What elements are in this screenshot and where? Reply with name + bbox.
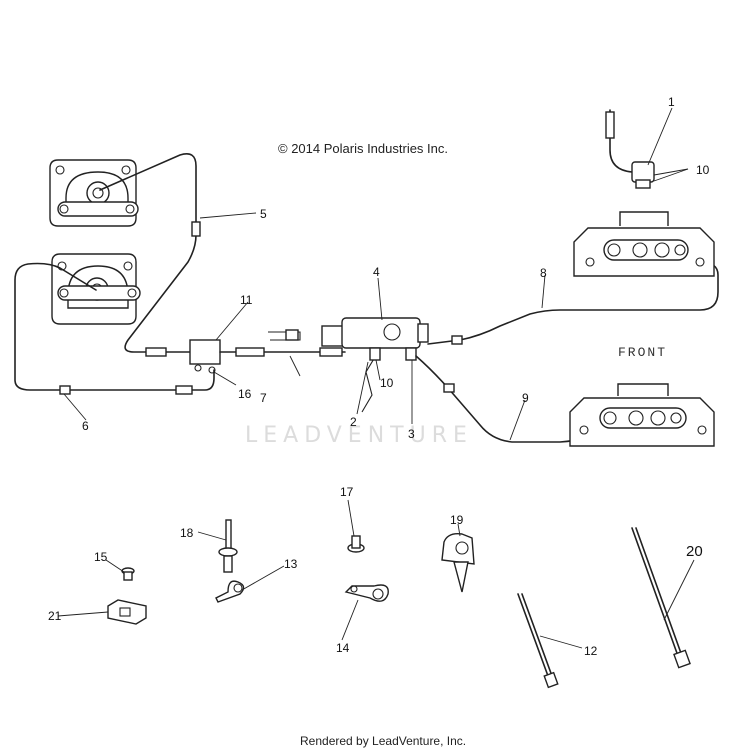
screw-15[interactable] [121, 567, 135, 581]
callout-10-top: 10 [696, 163, 710, 177]
callout-11: 11 [240, 293, 253, 307]
callout-4: 4 [373, 265, 380, 279]
callout-15: 15 [94, 550, 108, 564]
banjo-line-1[interactable] [605, 109, 655, 189]
callout-13: 13 [284, 557, 298, 571]
brake-line-8[interactable] [427, 261, 719, 345]
bolt-17[interactable] [347, 535, 365, 553]
junction-block-11[interactable] [189, 339, 221, 374]
front-caliper-upper[interactable] [573, 211, 715, 277]
callout-20: 20 [686, 543, 703, 560]
callout-10-mid: 10 [380, 376, 394, 390]
callout-6: 6 [82, 419, 89, 433]
line-9-clip [443, 383, 455, 393]
hose-guide-19[interactable] [441, 532, 475, 593]
callouts: 1 2 3 4 5 6 7 8 9 10 10 11 12 13 14 15 1… [48, 95, 710, 658]
master-cylinder-4[interactable] [268, 317, 429, 361]
brake-line-6[interactable] [14, 262, 215, 391]
callout-3: 3 [408, 427, 415, 441]
p-clamp-14[interactable] [344, 584, 389, 602]
line-5-fitting [145, 347, 167, 357]
callout-14: 14 [336, 641, 350, 655]
callout-7: 7 [260, 391, 267, 405]
callout-8: 8 [540, 266, 547, 280]
footer-credit: Rendered by LeadVenture, Inc. [300, 734, 466, 748]
front-caliper-lower[interactable] [569, 383, 715, 447]
rear-caliper-upper[interactable] [49, 159, 139, 227]
callout-2: 2 [350, 415, 357, 429]
line-7-fitting [235, 347, 265, 357]
callout-5: 5 [260, 207, 267, 221]
brake-line-5[interactable] [99, 153, 197, 353]
line-7-end [319, 347, 343, 357]
callout-21: 21 [48, 609, 62, 623]
rivet-18[interactable] [218, 519, 238, 573]
callout-19: 19 [450, 513, 464, 527]
callout-9: 9 [522, 391, 529, 405]
watermark-text: LEADVENTURE [245, 423, 473, 448]
watermark-logo: LEADVENTURE [245, 324, 473, 448]
front-label: FRONT [618, 345, 667, 360]
callout-1: 1 [668, 95, 675, 109]
cable-tie-20[interactable] [631, 527, 691, 669]
line-6-fitting [175, 385, 193, 395]
clip-21[interactable] [107, 599, 147, 625]
rear-caliper-lower[interactable] [51, 253, 141, 325]
line-8-clip [451, 335, 463, 345]
callout-12: 12 [584, 644, 598, 658]
cable-tie-12[interactable] [517, 593, 559, 689]
p-clamp-13[interactable] [215, 580, 245, 603]
callout-17: 17 [340, 485, 354, 499]
callout-18: 18 [180, 526, 194, 540]
copyright-text: © 2014 Polaris Industries Inc. [278, 141, 448, 156]
leader-lines [57, 107, 695, 649]
callout-16: 16 [238, 387, 252, 401]
line-5-ferrule [191, 221, 201, 237]
line-6-sleeve [59, 385, 71, 395]
